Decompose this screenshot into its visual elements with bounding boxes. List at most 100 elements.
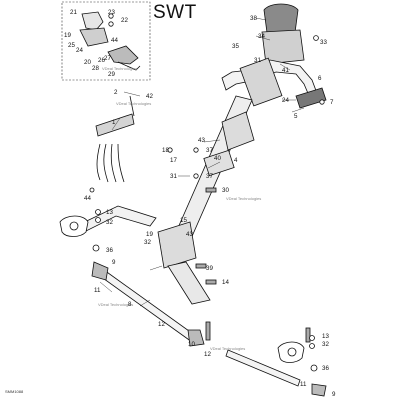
inset-callouts: 21 22 23 19 25 24 26 20 28 44 27 29 bbox=[64, 9, 128, 78]
nut-36a bbox=[92, 244, 100, 252]
inset-switch-lever bbox=[117, 61, 141, 71]
column-bracket bbox=[221, 111, 255, 151]
main-callouts: 38 34 35 33 31 41 6 7 24 5 2 42 1 43 40 … bbox=[84, 15, 336, 398]
callout: 5 bbox=[294, 113, 298, 120]
washer-32a bbox=[95, 217, 101, 223]
callout: 30 bbox=[222, 187, 229, 194]
callout: 9 bbox=[332, 391, 336, 398]
leader-lines bbox=[99, 17, 305, 307]
callout: 35 bbox=[232, 43, 239, 50]
callout: 27 bbox=[104, 55, 111, 62]
column-support bbox=[203, 149, 235, 177]
callout: 36 bbox=[322, 365, 329, 372]
bolt-37b bbox=[193, 173, 199, 179]
bolt-37a bbox=[193, 147, 199, 153]
left-ball-joint bbox=[91, 261, 109, 281]
callout: 43 bbox=[186, 231, 193, 238]
watermark-4: VDeal Technologies bbox=[98, 302, 133, 307]
callout: 21 bbox=[70, 9, 77, 16]
washer-32b bbox=[309, 343, 315, 349]
callout: 44 bbox=[84, 195, 91, 202]
callout: 32 bbox=[322, 341, 329, 348]
right-tie-rod bbox=[225, 349, 301, 387]
right-ball-joint bbox=[311, 383, 327, 397]
callout: 8 bbox=[128, 301, 132, 308]
watermarks: VDeal Technologies VDeal Technologies VD… bbox=[98, 66, 261, 351]
tie-rod-bolt-b bbox=[305, 327, 311, 343]
callout: 28 bbox=[92, 65, 99, 72]
cable-harness bbox=[96, 143, 125, 183]
handlebar-clamp bbox=[239, 57, 283, 107]
callout: 25 bbox=[68, 42, 75, 49]
callout: 34 bbox=[258, 33, 265, 40]
cable bbox=[129, 95, 135, 117]
callout: 20 bbox=[84, 59, 91, 66]
callout: 4 bbox=[234, 157, 238, 164]
watermark-2: VDeal Technologies bbox=[116, 101, 151, 106]
callout: 36 bbox=[106, 247, 113, 254]
callout: 44 bbox=[111, 37, 118, 44]
inset-clamp-part bbox=[81, 11, 104, 31]
watermark-5: VDeal Technologies bbox=[210, 346, 245, 351]
callout: 32 bbox=[144, 239, 151, 246]
screw-33 bbox=[313, 35, 319, 41]
callout: 10 bbox=[188, 341, 195, 348]
callout: 6 bbox=[318, 75, 322, 82]
callout: 12 bbox=[204, 351, 211, 358]
callout: 37 bbox=[206, 147, 213, 154]
grip-cover bbox=[261, 29, 305, 65]
inset-bracket-part bbox=[79, 27, 109, 47]
callout: 38 bbox=[250, 15, 257, 22]
drawing-code: SMM1088 bbox=[5, 389, 24, 394]
diagram-title: SWT bbox=[153, 2, 197, 23]
callout: 31 bbox=[170, 173, 177, 180]
bolt-14 bbox=[205, 279, 217, 285]
watermark-3: VDeal Technologies bbox=[226, 196, 261, 201]
inset-switch-body bbox=[107, 45, 139, 65]
callout: 18 bbox=[162, 147, 169, 154]
callout: 32 bbox=[106, 219, 113, 226]
lower-column bbox=[167, 261, 211, 305]
washer-13b bbox=[309, 335, 315, 341]
callout: 23 bbox=[108, 9, 115, 16]
callout: 39 bbox=[206, 265, 213, 272]
watermark-1: VDeal Technologies bbox=[102, 66, 137, 71]
callout: 40 bbox=[214, 155, 221, 162]
callout: 9 bbox=[112, 259, 116, 266]
right-grip bbox=[295, 87, 327, 109]
callout: 37 bbox=[206, 173, 213, 180]
inset-screw-b bbox=[108, 21, 114, 27]
callout: 31 bbox=[254, 57, 261, 64]
nut-36b bbox=[310, 364, 318, 372]
callout: 13 bbox=[106, 209, 113, 216]
callout: 7 bbox=[330, 99, 334, 106]
callout: 12 bbox=[158, 321, 165, 328]
screw-7 bbox=[319, 99, 325, 105]
callout: 14 bbox=[222, 279, 229, 286]
callout: 42 bbox=[146, 93, 153, 100]
callout: 19 bbox=[64, 32, 71, 39]
callout: 11 bbox=[94, 287, 101, 294]
callout: 41 bbox=[282, 67, 289, 74]
callout: 43 bbox=[198, 137, 205, 144]
tie-rod-bolt-a bbox=[205, 321, 211, 341]
callout: 1 bbox=[112, 119, 116, 126]
callout: 17 bbox=[170, 157, 177, 164]
callout: 24 bbox=[282, 97, 289, 104]
callout: 13 bbox=[322, 333, 329, 340]
callout: 11 bbox=[300, 381, 307, 388]
bolt-18 bbox=[167, 147, 173, 153]
callout: 15 bbox=[180, 217, 187, 224]
inset-screw-a bbox=[108, 13, 114, 19]
callout: 19 bbox=[146, 231, 153, 238]
callout: 29 bbox=[108, 71, 115, 78]
inset-frame bbox=[61, 1, 151, 81]
callout: 33 bbox=[320, 39, 327, 46]
left-tie-rod-end bbox=[187, 329, 205, 347]
callout: 22 bbox=[121, 17, 128, 24]
lower-column-housing bbox=[157, 221, 197, 269]
bolt-18b bbox=[195, 263, 207, 269]
washer-13a bbox=[95, 209, 101, 215]
callout: 24 bbox=[76, 47, 83, 54]
